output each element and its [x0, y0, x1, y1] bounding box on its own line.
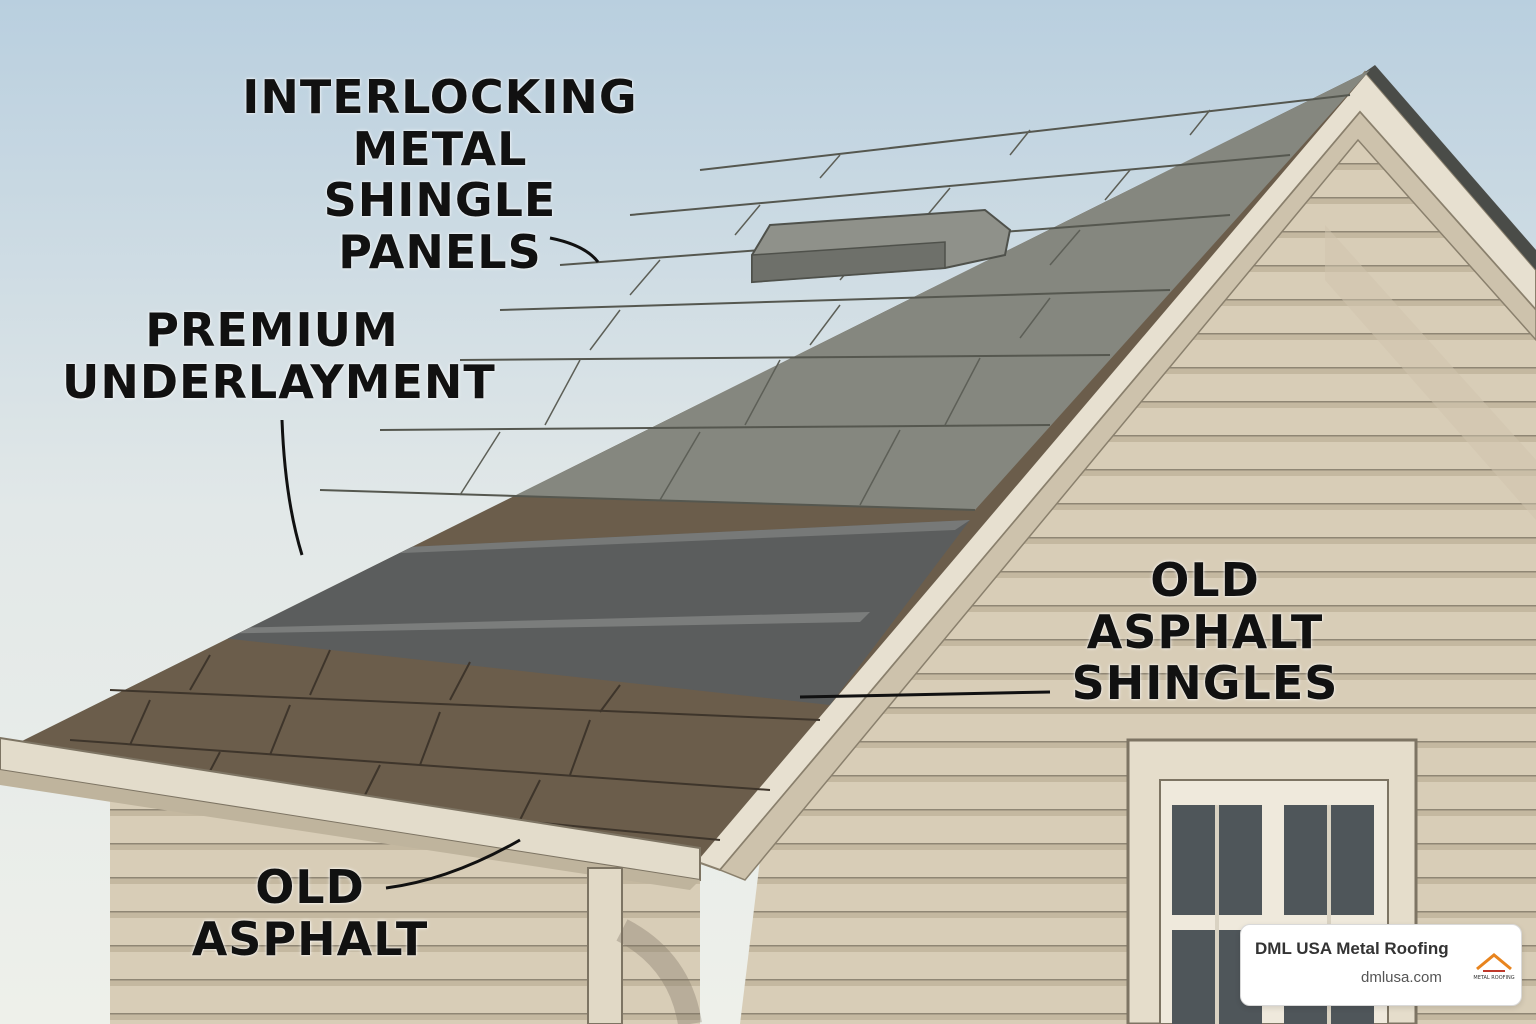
label-old-asphalt: OLD ASPHALT: [180, 860, 440, 966]
roof-vent: [751, 208, 1012, 284]
label-line: METAL SHINGLE: [323, 121, 557, 228]
label-line: ASPHALT: [1086, 604, 1324, 659]
brand-url[interactable]: dmlusa.com: [1361, 969, 1442, 986]
label-old-asphalt-shingles: OLD ASPHALT SHINGLES: [1060, 553, 1350, 711]
metal-shingle-panels: [319, 94, 1351, 511]
label-line: OLD: [1150, 553, 1260, 607]
label-line: INTERLOCKING: [242, 70, 638, 124]
label-line: PANELS: [338, 224, 542, 279]
logo-text: METAL ROOFING: [1473, 975, 1514, 981]
leader-lines: [280, 236, 1051, 890]
label-line: UNDERLAYMENT: [62, 354, 496, 409]
label-metal-shingle-panels: INTERLOCKING METAL SHINGLE PANELS: [235, 70, 645, 279]
brand-title: DML USA Metal Roofing: [1255, 939, 1449, 958]
label-line: SHINGLES: [1071, 656, 1339, 711]
brand-badge[interactable]: DML USA Metal Roofing dmlusa.com METAL R…: [1240, 924, 1522, 1006]
brand-logo-icon: METAL ROOFING: [1473, 953, 1515, 981]
gutter: [0, 736, 702, 1024]
label-line: OLD: [255, 860, 365, 914]
label-premium-underlayment: PREMIUM UNDERLAYMENT: [62, 303, 496, 409]
label-line: PREMIUM: [145, 303, 399, 357]
label-line: ASPHALT: [191, 911, 429, 966]
